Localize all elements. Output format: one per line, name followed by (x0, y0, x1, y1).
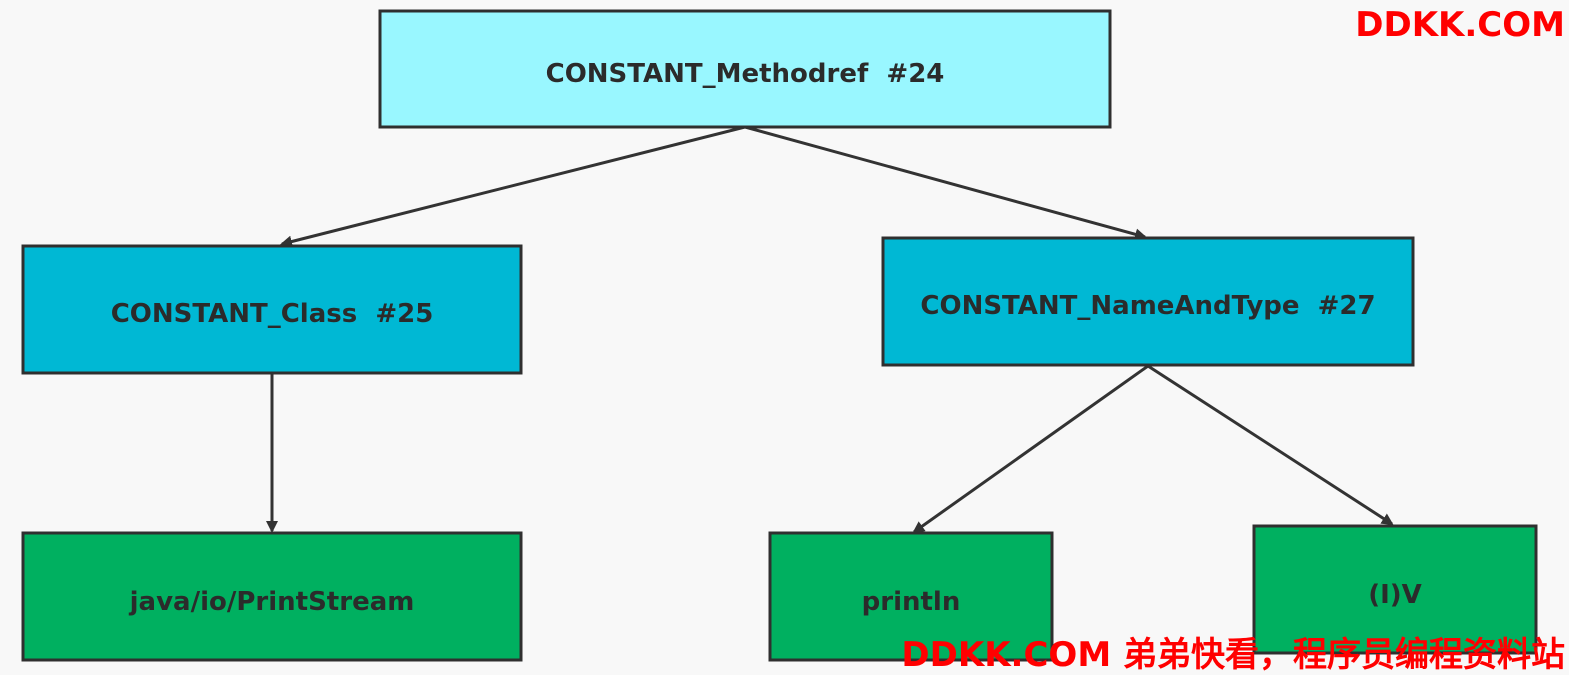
node-descriptor-label: (I)V (1368, 580, 1422, 610)
edge-methodref-to-class (280, 125, 746, 248)
node-nameandtype-label: CONSTANT_NameAndType #27 (920, 291, 1375, 321)
edge-methodref-to-nameandtype (744, 125, 1147, 241)
watermark-top: DDKK.COM (1355, 5, 1565, 45)
node-class-label: CONSTANT_Class #25 (111, 299, 434, 329)
edge-nameandtype-to-descriptor (1147, 364, 1394, 526)
edge-nameandtype-to-println (912, 364, 1149, 534)
node-println: println (768, 531, 1054, 662)
node-println-label: println (862, 587, 961, 617)
node-methodref: CONSTANT_Methodref #24 (378, 9, 1112, 129)
node-descriptor: (I)V (1252, 524, 1538, 655)
node-methodref-label: CONSTANT_Methodref #24 (546, 59, 945, 89)
node-printstream-label: java/io/PrintStream (129, 587, 415, 617)
watermark-bottom: DDKK.COM 弟弟快看，程序员编程资料站 (901, 635, 1565, 675)
node-class: CONSTANT_Class #25 (21, 244, 523, 375)
node-printstream: java/io/PrintStream (21, 531, 523, 662)
node-nameandtype: CONSTANT_NameAndType #27 (881, 236, 1415, 367)
